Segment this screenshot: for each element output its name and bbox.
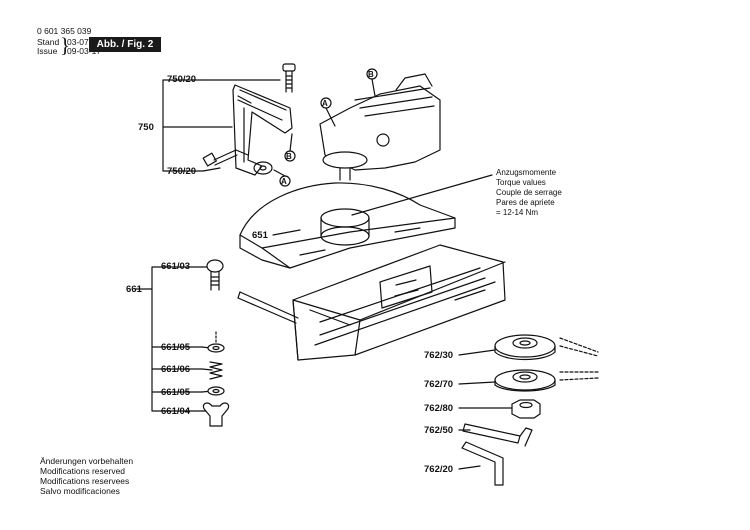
footer-line: Salvo modificaciones bbox=[40, 486, 120, 496]
document-number: 0 601 365 039 bbox=[37, 26, 92, 36]
label-661-06: 661/06 bbox=[161, 364, 191, 375]
flange-762-30 bbox=[494, 334, 599, 361]
wing-nut-661-04 bbox=[202, 402, 230, 427]
torque-note: Anzugsmomente Torque values Couple de se… bbox=[496, 168, 562, 218]
guard-651 bbox=[239, 182, 456, 269]
label-661-03: 661/03 bbox=[161, 261, 191, 272]
marker-b-label: B bbox=[368, 70, 374, 79]
marker-b-label-2: B bbox=[286, 152, 292, 161]
nut-762-80 bbox=[511, 399, 541, 419]
label-661-05-a: 661/05 bbox=[161, 342, 191, 353]
stand-date: 03-07 bbox=[67, 37, 89, 47]
pin-wrench-762-50 bbox=[462, 423, 533, 447]
date-brace: } bbox=[60, 33, 71, 57]
footer-line: Modifications reserved bbox=[40, 466, 126, 476]
issue-date: 09-03-17 bbox=[67, 46, 102, 56]
handle-750 bbox=[232, 84, 293, 176]
marker-callouts bbox=[273, 68, 378, 187]
label-762-70: 762/70 bbox=[424, 379, 454, 390]
label-762-50: 762/50 bbox=[424, 425, 454, 436]
label-750-20-bottom: 750/20 bbox=[167, 166, 197, 177]
torque-note-line: Torque values bbox=[496, 178, 546, 187]
footer-notice: Änderungen vorbehalten Modifications res… bbox=[40, 456, 133, 496]
figure-tag: Abb. / Fig. 2 bbox=[89, 37, 161, 52]
torque-note-line: = 12-14 Nm bbox=[496, 208, 539, 217]
stand-label: Stand bbox=[37, 37, 60, 47]
bolt-661-03 bbox=[206, 259, 299, 324]
bracket-750 bbox=[162, 79, 281, 172]
label-750-20-top: 750/20 bbox=[167, 74, 197, 85]
marker-a-label-2: A bbox=[281, 177, 287, 186]
label-661-05-b: 661/05 bbox=[161, 387, 191, 398]
label-661-04: 661/04 bbox=[161, 406, 191, 417]
footer-line: Modifications reservees bbox=[40, 476, 130, 486]
label-651: 651 bbox=[252, 230, 268, 241]
label-750: 750 bbox=[138, 122, 154, 133]
label-762-80: 762/80 bbox=[424, 403, 454, 414]
marker-a-label: A bbox=[322, 99, 328, 108]
label-762-30: 762/30 bbox=[424, 350, 454, 361]
cutting-guide-661 bbox=[292, 244, 506, 361]
hex-key-762-20 bbox=[461, 441, 504, 486]
leader-lines bbox=[272, 229, 513, 470]
screw-750-20-bottom bbox=[202, 149, 238, 167]
issue-label: Issue bbox=[37, 46, 58, 56]
label-661: 661 bbox=[126, 284, 142, 295]
torque-note-line: Pares de apriete bbox=[496, 198, 555, 207]
spring-661-06 bbox=[209, 361, 223, 380]
grinder-head bbox=[319, 73, 441, 181]
label-762-20: 762/20 bbox=[424, 464, 454, 475]
washer-661-05-a bbox=[207, 331, 225, 353]
screw-750-20-top bbox=[282, 63, 296, 93]
washer-661-05-b bbox=[207, 386, 225, 396]
torque-leader-line bbox=[351, 174, 493, 216]
torque-note-line: Anzugsmomente bbox=[496, 168, 557, 177]
footer-line: Änderungen vorbehalten bbox=[40, 456, 134, 466]
torque-note-line: Couple de serrage bbox=[496, 188, 562, 197]
flange-762-70 bbox=[494, 369, 599, 392]
